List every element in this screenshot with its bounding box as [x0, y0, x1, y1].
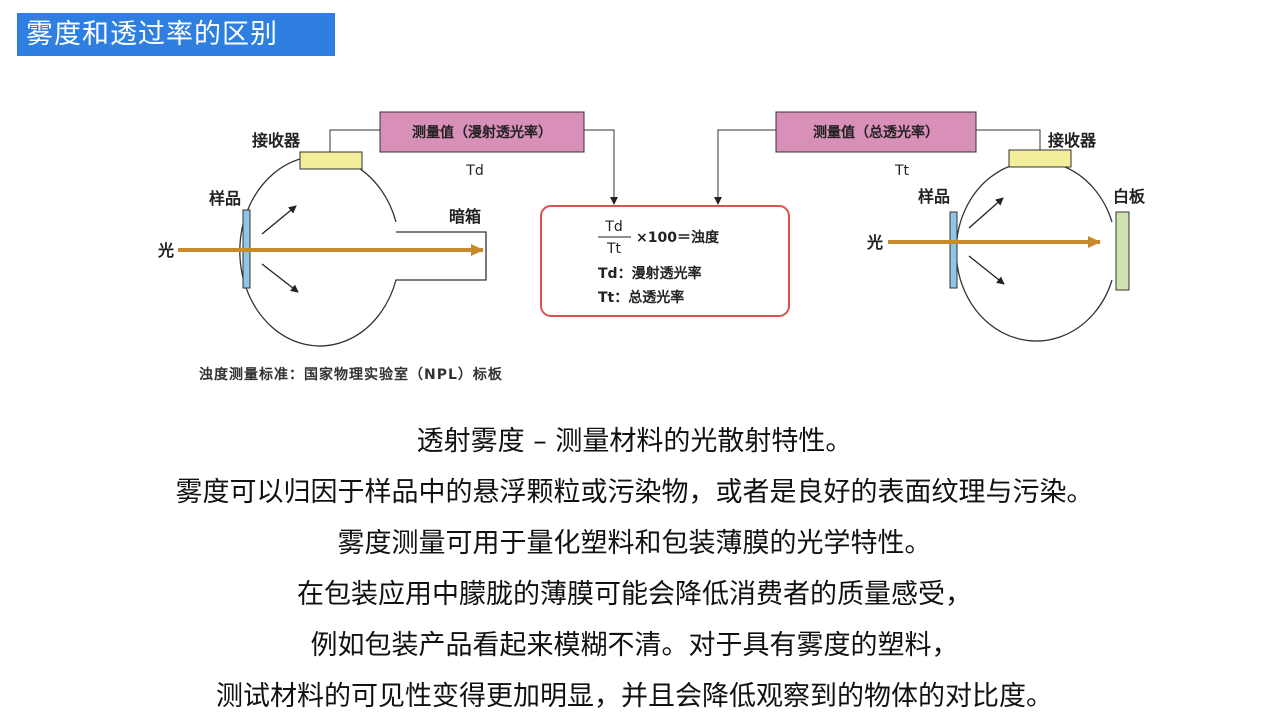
formula-line2: Tt：总透光率: [598, 289, 684, 306]
formula-line1: Td：漫射透光率: [598, 265, 702, 282]
left-box: [379, 111, 585, 153]
description-line: 雾度可以归因于样品中的悬浮颗粒或污染物，或者是良好的表面纹理与污染。: [175, 477, 1094, 508]
left-box-label: 测量值（漫射透光率）: [412, 124, 552, 141]
left-light-label: 光: [157, 241, 174, 260]
description-block: 透射雾度 – 测量材料的光散射特性。 雾度可以归因于样品中的悬浮颗粒或污染物，或…: [0, 416, 1269, 722]
description-line: 例如包装产品看起来模糊不清。对于具有雾度的塑料，: [310, 630, 959, 661]
left-receiver-label: 接收器: [252, 131, 301, 150]
right-scatter-up: [968, 197, 1004, 229]
right-box-sub: Tt: [894, 163, 910, 179]
description-line: 在包装应用中朦胧的薄膜可能会降低消费者的质量感受，: [297, 579, 972, 610]
left-scatter-down: [261, 263, 299, 293]
right-sphere: [955, 160, 1113, 342]
haze-diagram: 测量值（漫射透光率） Td 接收器 样品 光 暗箱 Td Tt ×100＝浊度 …: [157, 111, 1146, 347]
right-connector: [976, 129, 1041, 152]
right-scatter-down: [968, 255, 1005, 285]
dark-box-label: 暗箱: [449, 207, 481, 226]
description-line: 测试材料的可见性变得更加明显，并且会降低观察到的物体的对比度。: [216, 681, 1053, 712]
formula-numerator: Td: [604, 219, 622, 235]
diagram-caption: 浊度测量标准：国家物理实验室（NPL）标板: [199, 367, 503, 383]
right-sample-label: 样品: [918, 187, 950, 206]
right-sample: [949, 211, 958, 289]
formula-box: [540, 205, 790, 317]
left-sample-label: 样品: [209, 189, 241, 208]
left-to-formula: [584, 129, 618, 205]
right-receiver-label: 接收器: [1048, 131, 1097, 150]
formula-expression: ×100＝浊度: [636, 229, 720, 246]
left-receiver: [299, 151, 363, 170]
right-box: [775, 111, 977, 153]
left-connector: [329, 129, 380, 152]
right-to-formula: [714, 129, 776, 205]
right-receiver: [1008, 149, 1072, 168]
description-line: 雾度测量可用于量化塑料和包装薄膜的光学特性。: [337, 528, 932, 559]
description-line: 透射雾度 – 测量材料的光散射特性。: [416, 426, 853, 457]
page-title: 雾度和透过率的区别: [17, 13, 335, 56]
white-board: [1115, 211, 1130, 291]
right-light-label: 光: [866, 233, 883, 252]
left-scatter-up: [261, 205, 297, 235]
right-box-label: 测量值（总透光率）: [813, 124, 939, 141]
white-board-label: 白板: [1113, 187, 1146, 206]
formula-denominator: Tt: [606, 241, 622, 257]
left-box-sub: Td: [465, 163, 483, 179]
